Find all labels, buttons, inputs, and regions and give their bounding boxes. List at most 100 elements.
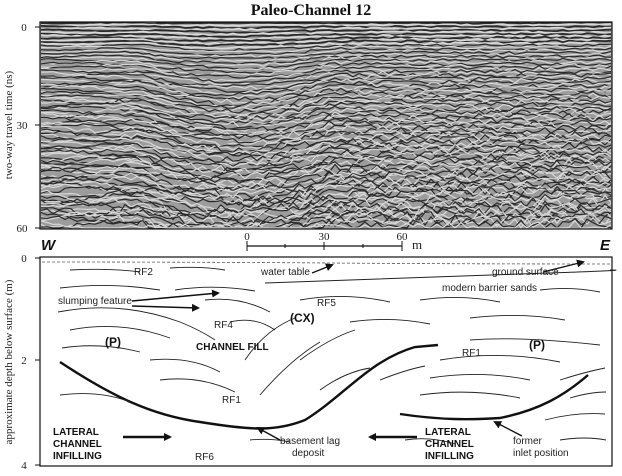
interpretation-panel: 0 2 4 approximate depth below surface (m…	[3, 253, 617, 472]
label-channel-fill: CHANNEL FILL	[196, 342, 269, 353]
radar-reflection-trace	[40, 23, 612, 27]
label-rf6: RF6	[195, 452, 214, 463]
label-former-inlet: inlet position	[513, 448, 569, 459]
reflection-line	[159, 378, 236, 393]
radar-reflection-trace	[40, 98, 612, 119]
label-lateral-left: CHANNEL	[53, 439, 102, 450]
y-tick-label: 2	[21, 355, 27, 367]
label-lateral-left: LATERAL	[53, 427, 99, 438]
radar-reflection-trace	[40, 176, 612, 199]
arrow-ground-surface	[542, 259, 585, 273]
radar-reflection-trace	[40, 152, 612, 175]
radar-reflection-trace	[40, 52, 612, 63]
ground-surface-line	[41, 261, 611, 265]
reflection-line	[244, 317, 296, 361]
reflection-line	[174, 286, 256, 292]
label-rf1-center: RF1	[222, 395, 241, 406]
radar-reflection-trace	[41, 22, 612, 25]
radar-reflection-trace	[40, 105, 612, 125]
radar-reflection-trace	[40, 50, 612, 60]
reflection-line	[229, 319, 276, 331]
reflection-line	[169, 266, 226, 271]
reflection-line	[299, 329, 356, 361]
y-tick-label: 60	[17, 223, 29, 235]
radargram-y-axis: 0 30 60 two-way travel time (ns)	[3, 22, 40, 235]
radar-reflection-trace	[40, 101, 611, 121]
reflection-line	[69, 268, 141, 273]
radar-reflection-trace	[40, 219, 612, 229]
scale-bar: 0 30 60 m	[244, 231, 422, 252]
radar-reflection-trace	[40, 132, 612, 155]
east-marker: E	[600, 237, 611, 254]
label-water-table: water table	[260, 267, 310, 278]
radar-reflection-trace	[40, 129, 612, 151]
radar-reflection-trace	[40, 116, 612, 137]
radar-reflection-trace	[40, 208, 612, 229]
reflection-line	[349, 318, 431, 325]
reflection-line	[249, 438, 291, 443]
radar-reflection-trace	[40, 32, 612, 39]
radar-reflection-trace	[40, 148, 612, 172]
reflection-line	[429, 373, 531, 381]
reflection-line	[469, 314, 566, 321]
reflection-line	[149, 358, 221, 373]
radar-reflection-trace	[40, 33, 612, 41]
label-basement-lag: deposit	[292, 448, 324, 459]
radar-reflection-trace	[40, 77, 612, 96]
y-axis-title: approximate depth below surface (m)	[3, 279, 15, 444]
label-slumping-feature: slumping feature	[58, 296, 132, 307]
radar-reflection-trace	[40, 43, 612, 52]
radar-reflection-trace	[40, 196, 612, 222]
radar-reflection-trace	[40, 99, 612, 119]
radar-reflection-trace	[40, 203, 612, 229]
reflection-line	[569, 391, 607, 399]
radar-reflection-trace	[40, 194, 612, 218]
label-lateral-right: INFILLING	[425, 451, 474, 462]
radar-reflection-trace	[40, 35, 612, 43]
label-p-left: (P)	[105, 335, 121, 349]
radar-reflection-trace	[40, 165, 612, 189]
figure-title: Paleo-Channel 12	[250, 2, 372, 19]
radar-reflection-trace	[40, 46, 612, 57]
scale-unit: m	[412, 237, 422, 252]
radar-reflection-trace	[40, 30, 612, 37]
radar-reflection-trace	[40, 94, 612, 114]
y-axis-title: two-way travel time (ns)	[3, 70, 15, 179]
reflection-line	[544, 413, 606, 421]
label-rf1-right: RF1	[462, 348, 481, 359]
west-marker: W	[41, 237, 57, 254]
arrow-slumping-feature	[131, 303, 200, 312]
radar-reflection-trace	[40, 163, 612, 184]
label-rf5: RF5	[317, 298, 336, 309]
label-cx: (CX)	[290, 311, 315, 325]
reflection-line	[57, 307, 216, 341]
radargram-reflections	[40, 22, 612, 230]
former-inlet-reflector	[399, 374, 589, 421]
radar-reflection-trace	[40, 37, 612, 46]
reflection-line	[439, 355, 561, 363]
label-rf4: RF4	[214, 320, 233, 331]
radar-reflection-trace	[40, 87, 612, 107]
reflection-line	[204, 298, 271, 313]
radar-reflection-trace	[40, 136, 612, 157]
radar-reflection-trace	[40, 48, 612, 59]
reflection-line	[59, 393, 131, 403]
radar-reflection-trace	[40, 83, 612, 101]
reflection-line	[299, 296, 391, 303]
reflection-line	[539, 287, 601, 293]
scale-label: 60	[397, 231, 409, 243]
reflection-line	[469, 338, 601, 346]
radar-reflection-trace	[40, 193, 612, 216]
y-tick-label: 0	[21, 22, 27, 34]
arrow-slumping-feature	[131, 289, 220, 302]
radar-reflection-trace	[40, 28, 612, 34]
label-rf2: RF2	[134, 267, 153, 278]
radar-reflection-trace	[40, 213, 612, 229]
radar-reflection-trace	[40, 191, 612, 215]
radar-reflection-trace	[40, 91, 612, 111]
reflection-line	[404, 438, 456, 445]
label-lateral-left: INFILLING	[53, 451, 102, 462]
radar-reflection-trace	[40, 26, 612, 32]
radar-reflection-trace	[40, 205, 612, 229]
radar-reflection-trace	[40, 140, 612, 163]
